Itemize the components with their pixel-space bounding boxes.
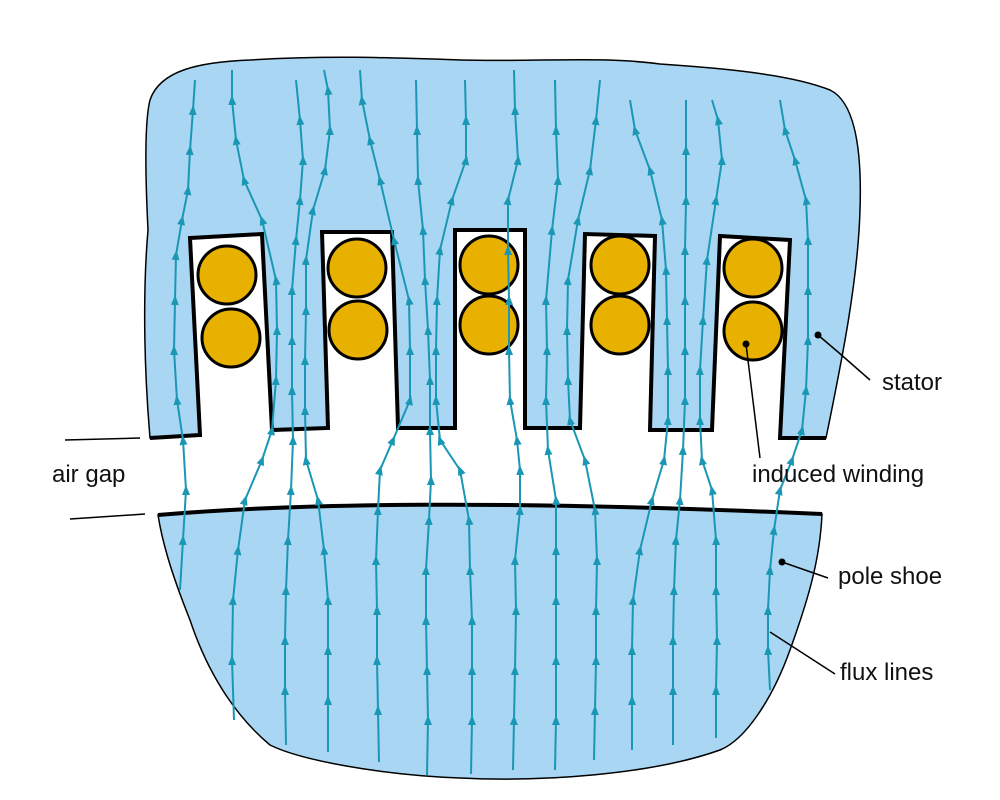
flux-lines-label: flux lines xyxy=(840,659,934,686)
flux-lines xyxy=(170,69,813,776)
flux-line xyxy=(228,70,281,721)
flux-line xyxy=(695,99,726,738)
conductor xyxy=(200,307,262,369)
induced-winding-label: induced winding xyxy=(752,461,925,488)
air-gap-leader-upper xyxy=(64,437,141,441)
conductor xyxy=(589,234,651,296)
flux-line xyxy=(170,79,197,591)
flux-line xyxy=(627,99,673,750)
leader-dots xyxy=(742,331,822,566)
conductor xyxy=(327,299,389,361)
flux-line xyxy=(541,79,562,771)
pole-shoe-leader xyxy=(781,561,829,579)
conductor xyxy=(722,300,784,362)
leader-lines xyxy=(64,334,871,675)
conductor xyxy=(326,237,388,299)
flux-lines-leader xyxy=(769,631,836,675)
stator-leader xyxy=(817,334,871,381)
flux-line xyxy=(668,100,690,745)
flux-line xyxy=(300,69,334,752)
conductor xyxy=(722,237,784,299)
flux-line xyxy=(358,69,415,763)
air-gap-label: air gap xyxy=(52,461,126,488)
pole-shoe-label: pole shoe xyxy=(838,563,943,590)
conductor xyxy=(589,294,651,356)
pole-shoe-body xyxy=(157,503,823,780)
winding-leader xyxy=(745,343,761,459)
stator-label: stator xyxy=(882,369,943,396)
flux-line xyxy=(503,69,525,771)
flux-line xyxy=(563,79,602,761)
flux-line xyxy=(431,79,477,775)
flux-line xyxy=(413,79,435,776)
air-gap-leader-lower xyxy=(69,513,146,520)
flux-line xyxy=(763,99,813,691)
conductor xyxy=(196,244,258,306)
